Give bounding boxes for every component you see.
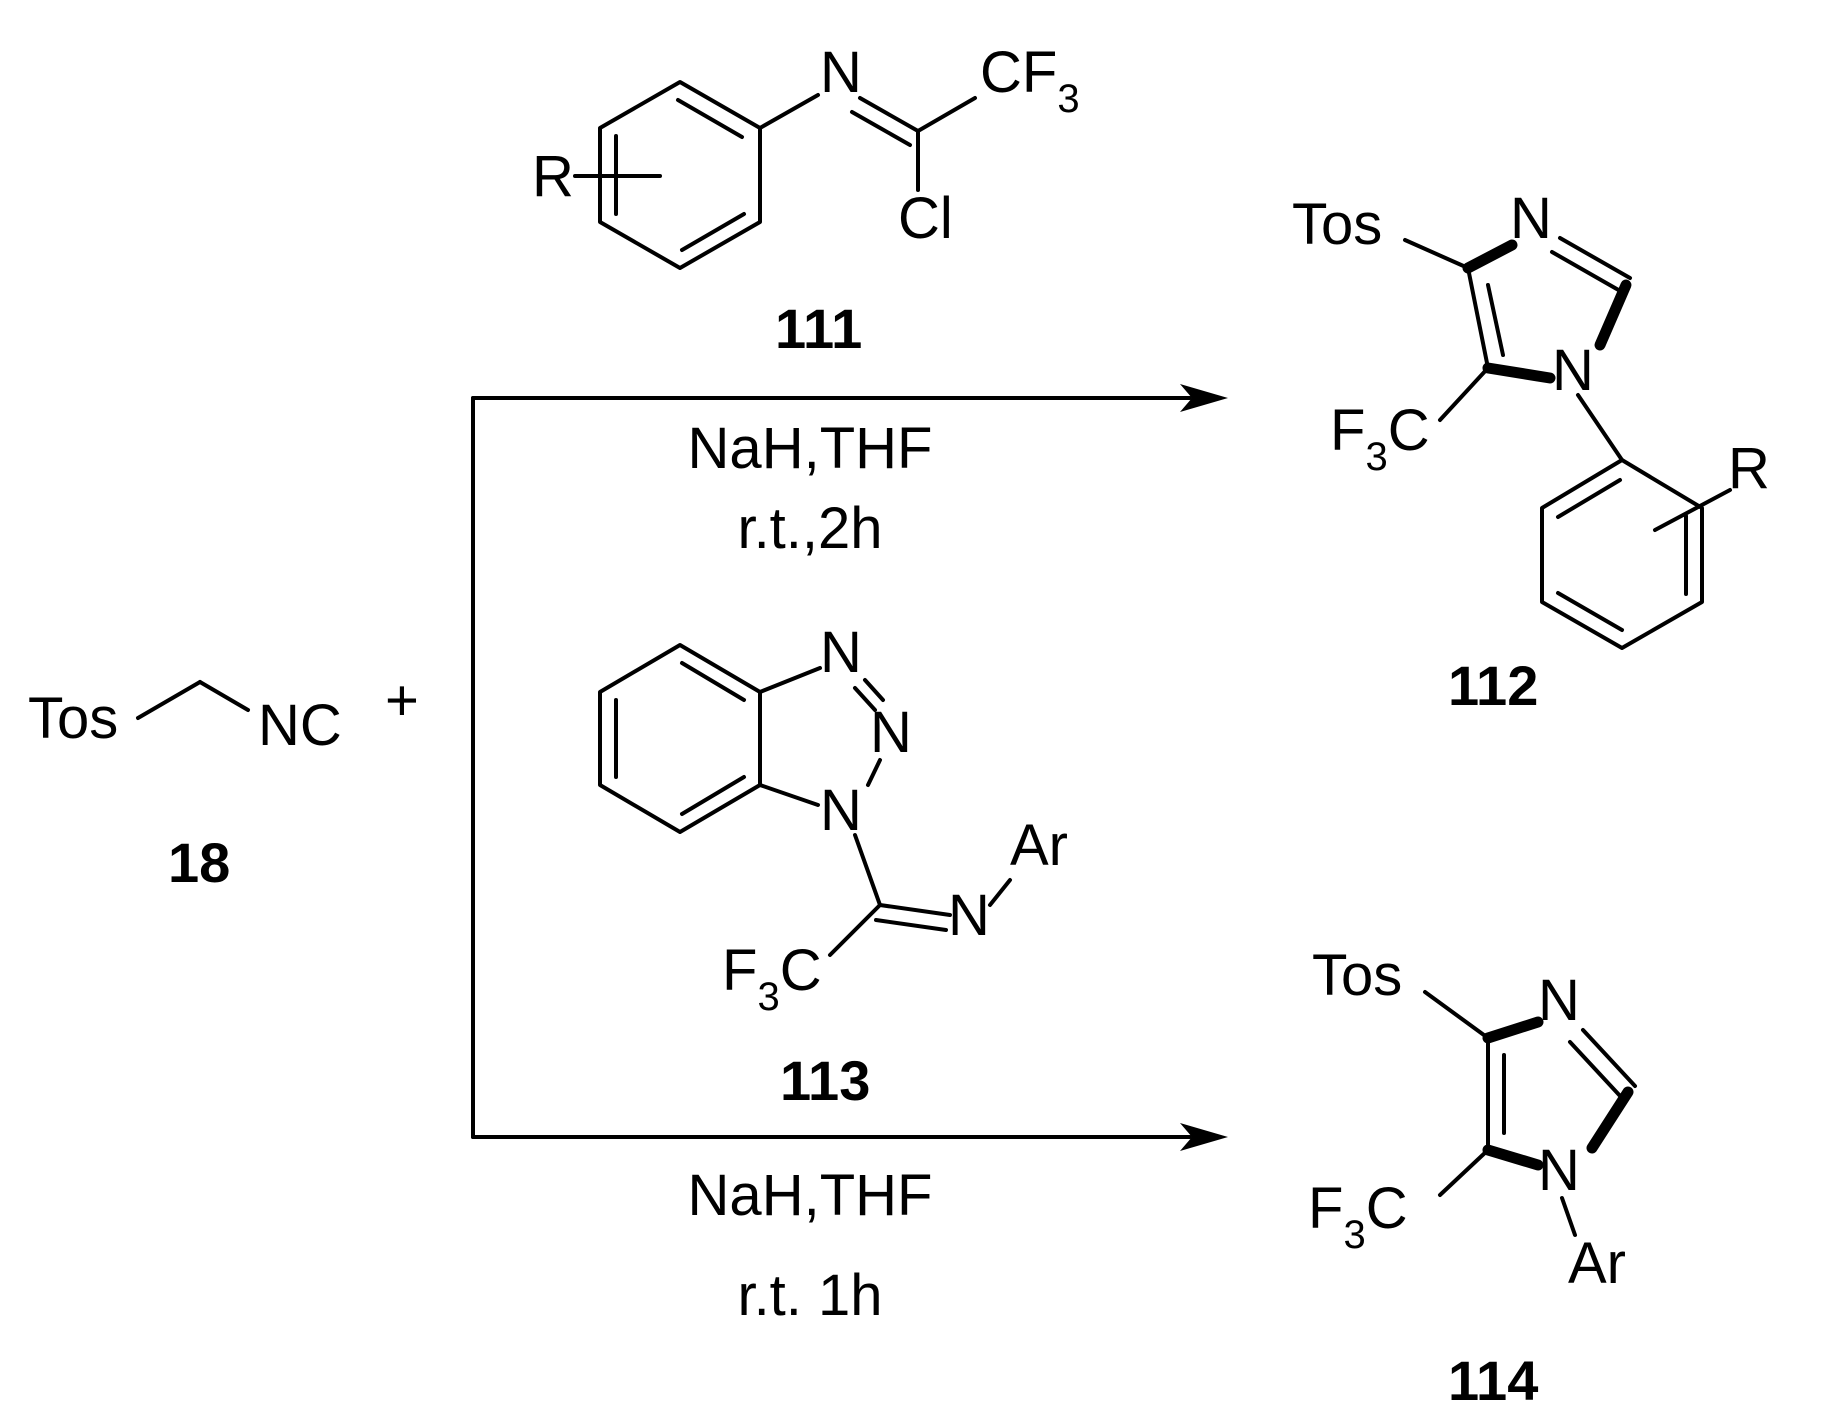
product-114-n3-c2-double — [1581, 1028, 1637, 1088]
compound-number-111: 111 — [775, 297, 862, 360]
reagent-113-n1-label: N — [820, 620, 862, 685]
product-112-r-label: R — [1728, 436, 1770, 501]
arrow-top-head — [1180, 384, 1228, 412]
product-114-n-ar-bond — [1560, 1196, 1577, 1237]
reaction-arrows — [471, 384, 1228, 1151]
reagent-113-n3-label: N — [820, 778, 862, 843]
reagent-113-benzene-ring — [598, 643, 762, 834]
reagent-113-c-cf3-bond — [828, 903, 882, 957]
product-112-c4-n3-bond — [1462, 239, 1518, 274]
reagent-113-n2-n3-bond — [866, 758, 882, 787]
product-112-r-bond — [1653, 488, 1732, 532]
plus-sign: + — [385, 668, 419, 733]
product-112-cf3-bond — [1438, 366, 1490, 422]
reagent-111-r-label: R — [532, 144, 574, 209]
reagent-113-cn-double-1 — [878, 903, 952, 917]
reactant-18-tos-label: Tos — [28, 686, 118, 751]
product-112-c4-c5-double — [1486, 283, 1505, 357]
reagent-111-n-bond — [758, 93, 820, 130]
reagent-113-ring-double-1 — [680, 661, 746, 702]
reagent-113-c-n3-bond — [758, 783, 820, 807]
product-112-n1-label: N — [1552, 338, 1594, 403]
product-112-n3-c2-bond — [1550, 250, 1624, 294]
reactant-18-bond-2 — [198, 680, 250, 712]
compound-number-18: 18 — [168, 831, 230, 894]
reagent-111-n-label: N — [820, 40, 862, 105]
compound-number-112: 112 — [1448, 654, 1538, 717]
product-114-n3-label: N — [1538, 968, 1580, 1033]
reagent-113-nn-double — [863, 678, 885, 702]
reagent-113-c-n1-bond — [758, 666, 822, 694]
product-114-cf3-bond — [1438, 1148, 1490, 1197]
conditions-top-reagent: NaH,THF — [688, 416, 933, 481]
reagent-113: N N N N Ar F3C 113 — [598, 620, 1068, 1112]
product-114-n1-label: N — [1538, 1138, 1580, 1203]
reagent-111-cn-double-1 — [858, 96, 920, 133]
product-114-c2-n1-bond — [1586, 1086, 1634, 1154]
product-112-c4-c5-bond — [1466, 266, 1490, 370]
reagent-113-n2-label: N — [870, 700, 912, 765]
product-114-c5-n1-bond — [1482, 1144, 1544, 1171]
reagent-113-f3c-label: F3C — [722, 938, 822, 1019]
product-112: Tos N N F3C R 112 — [1292, 186, 1770, 717]
reactant-18: Tos NC 18 — [28, 680, 342, 894]
product-112-tos-bond — [1403, 238, 1470, 270]
compound-number-113: 113 — [780, 1049, 870, 1112]
reagent-111-ring-double-2 — [680, 212, 746, 252]
conditions-top-time: r.t.,2h — [737, 496, 882, 561]
product-114-tos-bond — [1423, 990, 1490, 1040]
product-112-c2-n1-bond — [1594, 279, 1632, 351]
reagent-111-ring-double-1 — [676, 98, 744, 139]
arrow-bottom-head — [1180, 1123, 1228, 1151]
product-114-n3-c2-bond — [1568, 1040, 1624, 1100]
reagent-113-ring-double-2 — [680, 775, 746, 816]
reagent-111-cf3-bond — [916, 96, 977, 133]
compound-number-114: 114 — [1448, 1349, 1538, 1412]
product-112-f3c-label: F3C — [1330, 398, 1430, 479]
reagent-113-imine-n-label: N — [948, 883, 990, 948]
product-112-tos-label: Tos — [1292, 192, 1382, 257]
reagent-113-n-ar-bond — [988, 878, 1012, 907]
product-112-n3-c2-double — [1558, 236, 1632, 280]
reagent-111-cn-double-2 — [850, 110, 912, 147]
product-112-n-aryl-bond — [1576, 393, 1624, 462]
product-114-c4-n3-bond — [1482, 1016, 1544, 1044]
conditions-bottom-time: r.t. 1h — [737, 1263, 882, 1328]
product-114-f3c-label: F3C — [1308, 1176, 1408, 1257]
reagent-113-ar-label: Ar — [1010, 813, 1068, 878]
conditions-bottom-reagent: NaH,THF — [688, 1163, 933, 1228]
product-112-ring-double-1 — [1556, 478, 1622, 519]
product-114-ar-label: Ar — [1568, 1231, 1626, 1296]
product-112-aryl-ring — [1540, 458, 1704, 650]
reagent-113-n3-c-bond — [853, 833, 882, 907]
product-114: Tos N N F3C Ar 114 — [1308, 943, 1637, 1412]
reagent-111-cl-label: Cl — [898, 186, 953, 251]
reagent-113-nn-bond — [853, 686, 877, 712]
product-112-n3-label: N — [1510, 186, 1552, 251]
reagent-113-cn-double-2 — [874, 918, 948, 932]
reactant-18-nc-label: NC — [258, 693, 342, 758]
reagent-111-cf3-label: CF3 — [980, 40, 1080, 121]
product-112-ring-double-3 — [1556, 591, 1624, 632]
reactant-18-bond-1 — [136, 680, 202, 720]
reagent-111: R N CF3 Cl 111 — [532, 40, 1080, 360]
product-112-c5-n1-bond — [1482, 362, 1556, 384]
product-114-tos-label: Tos — [1312, 943, 1402, 1008]
